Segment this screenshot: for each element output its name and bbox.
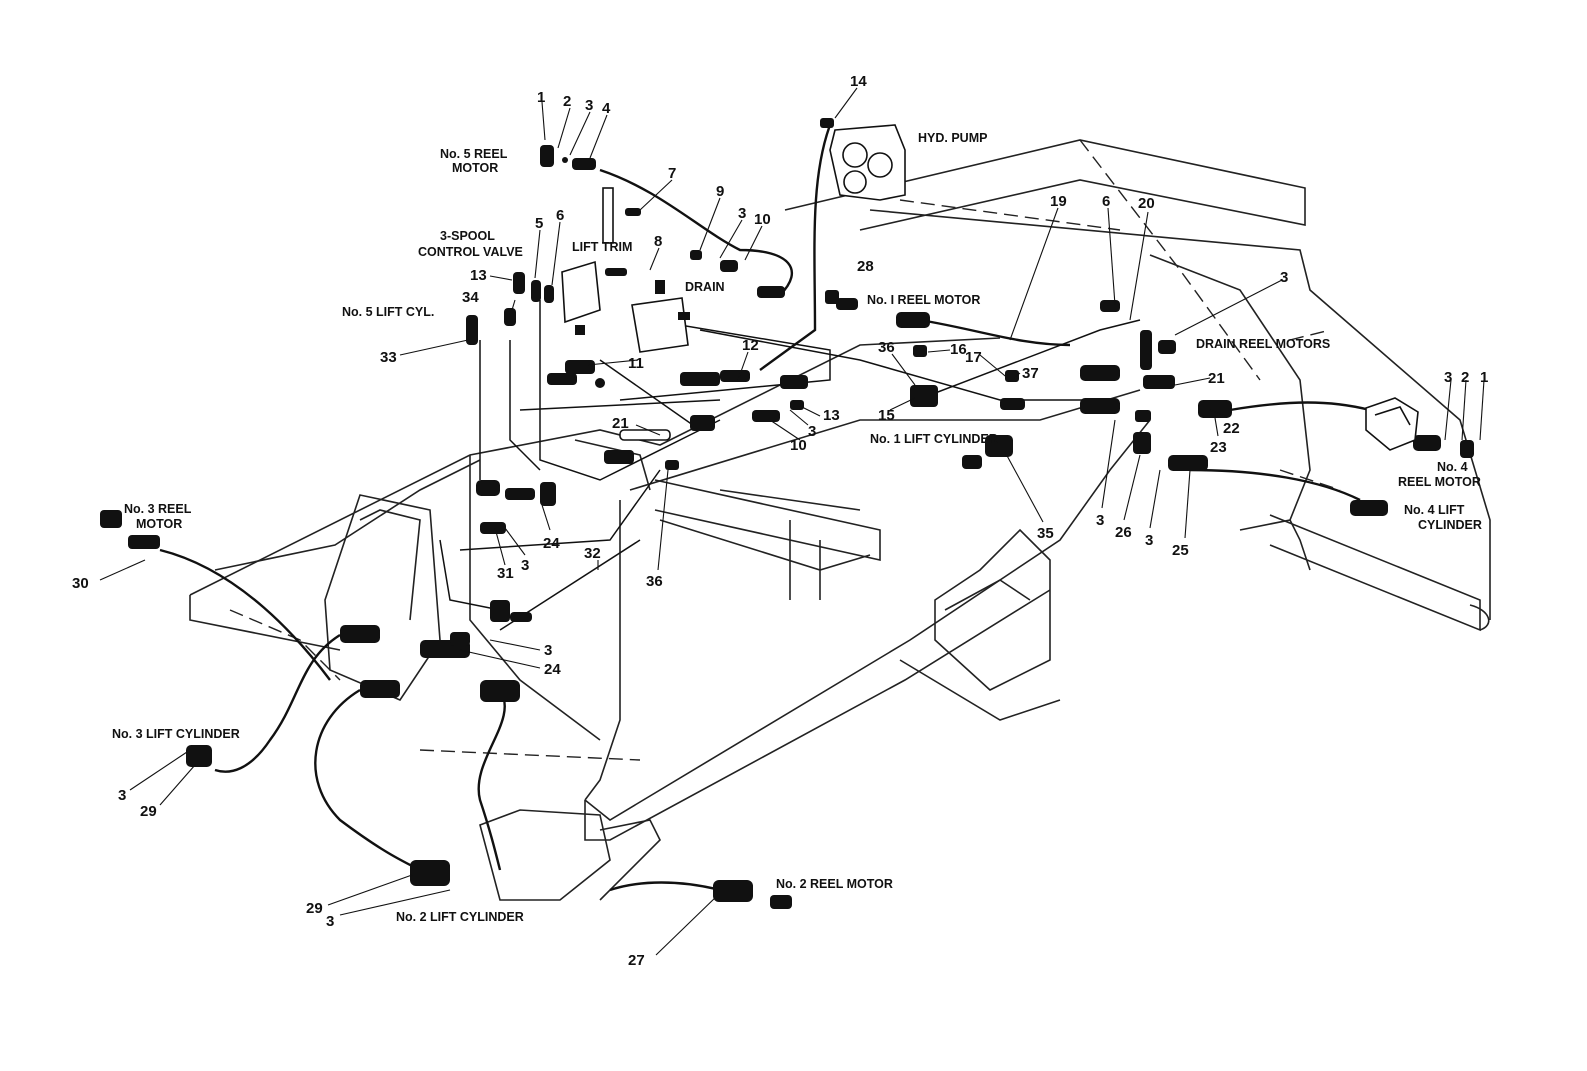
callout-15: 15 bbox=[878, 407, 895, 424]
label-drain: DRAIN bbox=[685, 280, 725, 294]
callout-24: 24 bbox=[543, 535, 560, 552]
callout-3: 3 bbox=[1145, 532, 1153, 549]
callout-7: 7 bbox=[668, 165, 676, 182]
callout-23: 23 bbox=[1210, 439, 1227, 456]
label-no2-reel-motor: No. 2 REEL MOTOR bbox=[776, 877, 893, 891]
callout-numbers: 1 2 3 4 14 7 9 3 10 8 5 6 13 34 33 28 11… bbox=[72, 73, 1488, 969]
callout-3: 3 bbox=[808, 423, 816, 440]
callout-3: 3 bbox=[738, 205, 746, 222]
callout-14: 14 bbox=[850, 73, 867, 90]
no4-reel-motor-housing bbox=[1365, 397, 1419, 451]
lift-trim-valve bbox=[561, 260, 627, 335]
callout-19: 19 bbox=[1050, 193, 1067, 210]
callout-32: 32 bbox=[584, 545, 601, 562]
label-no2-lift-cylinder: No. 2 LIFT CYLINDER bbox=[396, 910, 524, 924]
label-no3-reel-motor-line2: MOTOR bbox=[136, 517, 182, 531]
callout-20: 20 bbox=[1138, 195, 1155, 212]
callout-10: 10 bbox=[790, 437, 807, 454]
callout-6: 6 bbox=[1102, 193, 1110, 210]
callout-13: 13 bbox=[470, 267, 487, 284]
leader-lines bbox=[99, 87, 1485, 956]
callout-4: 4 bbox=[602, 100, 611, 117]
callout-2: 2 bbox=[1461, 369, 1469, 386]
label-no5-reel-motor-line2: MOTOR bbox=[452, 161, 498, 175]
components bbox=[100, 118, 1474, 909]
callout-9: 9 bbox=[716, 183, 724, 200]
label-drain-reel-motors: DRAIN REEL MOTORS bbox=[1196, 337, 1330, 351]
chassis-frame bbox=[189, 139, 1491, 901]
callout-24: 24 bbox=[544, 661, 561, 678]
callout-3: 3 bbox=[1444, 369, 1452, 386]
label-no1-reel-motor: No. I REEL MOTOR bbox=[867, 293, 980, 307]
label-3-spool-line1: 3-SPOOL bbox=[440, 229, 495, 243]
callout-22: 22 bbox=[1223, 420, 1240, 437]
callout-10: 10 bbox=[754, 211, 771, 228]
callout-25: 25 bbox=[1172, 542, 1189, 559]
callout-11: 11 bbox=[628, 355, 644, 372]
callout-6: 6 bbox=[556, 207, 564, 224]
callout-36: 36 bbox=[646, 573, 663, 590]
label-3-spool-line2: CONTROL VALVE bbox=[418, 245, 523, 259]
callout-1: 1 bbox=[537, 89, 545, 106]
callout-8: 8 bbox=[654, 233, 662, 250]
label-no4-reel-motor-line1: No. 4 bbox=[1437, 460, 1468, 474]
callout-21: 21 bbox=[1208, 370, 1225, 387]
callout-2: 2 bbox=[563, 93, 571, 110]
hydraulic-lines bbox=[159, 124, 1371, 892]
callout-3: 3 bbox=[544, 642, 552, 659]
hydraulic-pump bbox=[820, 118, 906, 201]
callout-29: 29 bbox=[140, 803, 157, 820]
callout-31: 31 bbox=[497, 565, 514, 582]
control-valve-bracket bbox=[602, 187, 641, 244]
label-no5-lift-cyl: No. 5 LIFT CYL. bbox=[342, 305, 434, 319]
callout-1: 1 bbox=[1480, 369, 1488, 386]
callout-13: 13 bbox=[823, 407, 840, 424]
callout-17: 17 bbox=[965, 349, 982, 366]
callout-3: 3 bbox=[326, 913, 334, 930]
callout-21: 21 bbox=[612, 415, 629, 432]
label-no5-reel-motor-line1: No. 5 REEL bbox=[440, 147, 508, 161]
callout-5: 5 bbox=[535, 215, 543, 232]
label-lift-trim: LIFT TRIM bbox=[572, 240, 632, 254]
callout-33: 33 bbox=[380, 349, 397, 366]
callout-3: 3 bbox=[585, 97, 593, 114]
callout-30: 30 bbox=[72, 575, 89, 592]
callout-3: 3 bbox=[1096, 512, 1104, 529]
callout-37: 37 bbox=[1022, 365, 1039, 382]
callout-35: 35 bbox=[1037, 525, 1054, 542]
callout-3: 3 bbox=[118, 787, 126, 804]
label-no4-lift-line1: No. 4 LIFT bbox=[1404, 503, 1465, 517]
callout-28: 28 bbox=[857, 258, 874, 275]
label-no3-lift-cylinder: No. 3 LIFT CYLINDER bbox=[112, 727, 240, 741]
label-no3-reel-motor-line1: No. 3 REEL bbox=[124, 502, 192, 516]
callout-12: 12 bbox=[742, 337, 759, 354]
callout-29: 29 bbox=[306, 900, 323, 917]
callout-26: 26 bbox=[1115, 524, 1132, 541]
label-no4-lift-line2: CYLINDER bbox=[1418, 518, 1482, 532]
label-no4-reel-motor-line2: REEL MOTOR bbox=[1398, 475, 1481, 489]
fittings bbox=[100, 145, 1474, 909]
component-labels: No. 5 REEL MOTOR HYD. PUMP 3-SPOOL CONTR… bbox=[112, 131, 1482, 924]
drain-block bbox=[631, 280, 690, 353]
callout-16: 16 bbox=[950, 341, 967, 358]
callout-3: 3 bbox=[521, 557, 529, 574]
callout-36: 36 bbox=[878, 339, 895, 356]
callout-34: 34 bbox=[462, 289, 479, 306]
callout-27: 27 bbox=[628, 952, 645, 969]
label-hyd-pump: HYD. PUMP bbox=[918, 131, 987, 145]
callout-3: 3 bbox=[1280, 269, 1288, 286]
label-no1-lift-cylinder: No. 1 LIFT CYLINDER bbox=[870, 432, 998, 446]
